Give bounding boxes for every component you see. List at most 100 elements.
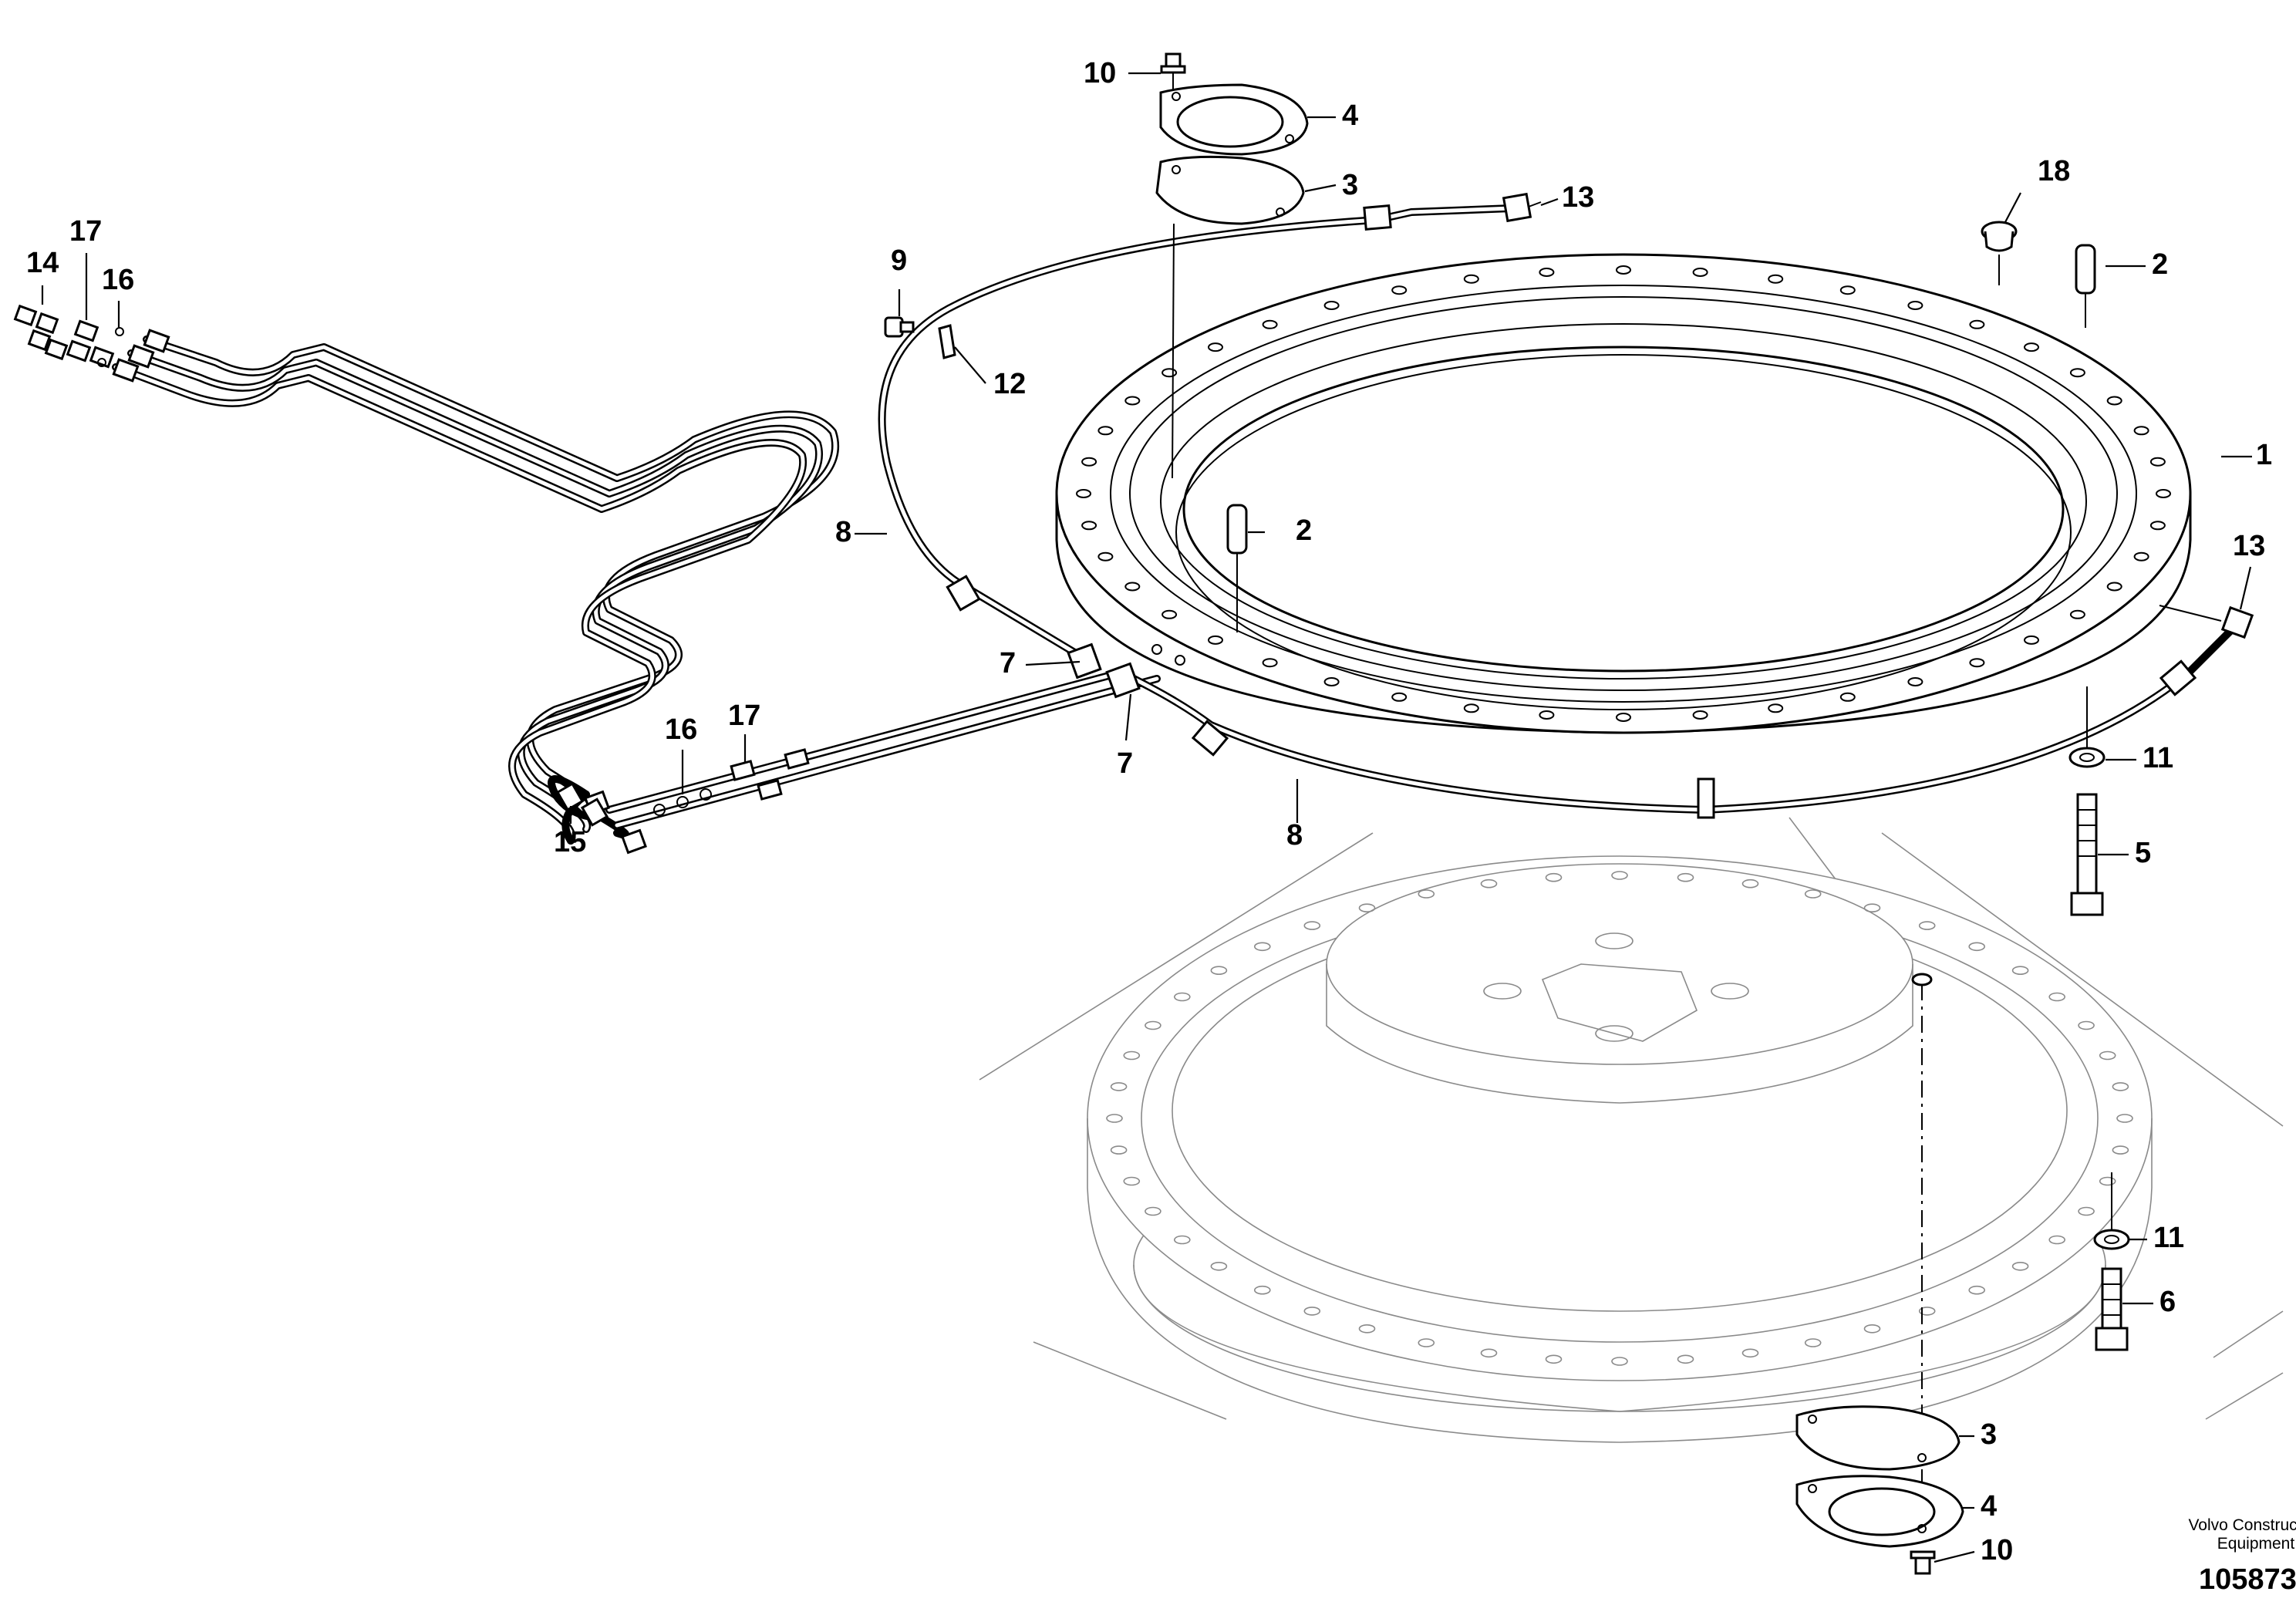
bolt-hole [2048, 1235, 2065, 1245]
bolt-hole [1480, 1348, 1498, 1358]
bolt-hole [2116, 1114, 2133, 1123]
bolt-hole [2048, 992, 2065, 1002]
bolt-hole [1391, 692, 1408, 702]
bolt-hole [2078, 1020, 2095, 1030]
leader-lines [41, 72, 2252, 1563]
bolt-hole [1076, 489, 1091, 498]
bolt-hole [2078, 1206, 2095, 1216]
bolt-hole [1677, 872, 1694, 882]
callout-16-mid: 16 [665, 713, 697, 746]
callout-2-center: 2 [1296, 514, 1312, 547]
bolt-hole [2156, 489, 2171, 498]
bolt-hole [1124, 396, 1141, 406]
plug-18 [1981, 221, 2018, 285]
callout-10-bottom: 10 [1981, 1534, 2013, 1566]
bolt-hole [1907, 677, 1923, 686]
screw-10-top [1160, 52, 1186, 89]
cover-leader-line [1172, 223, 1175, 479]
lower-washer [1911, 973, 1933, 986]
bolt-hole [1303, 921, 1321, 930]
bolt-hole [2112, 1145, 2129, 1155]
lubrication-tube-bundle [112, 336, 1161, 845]
bolt-hole [1303, 1307, 1321, 1316]
bolt-hole [2024, 342, 2039, 352]
bolt-hole [1123, 1050, 1141, 1061]
bolt-hole [2069, 368, 2085, 378]
slewing-ring [1055, 253, 2192, 734]
bolt-6 [2095, 1267, 2129, 1351]
callout-8-left: 8 [835, 516, 851, 548]
bolt-hole [1839, 285, 1856, 295]
bolt-hole [1110, 1082, 1128, 1091]
bolt-hole [1545, 872, 1563, 882]
washer-11-upper [2068, 686, 2106, 768]
bolt-hole [2069, 609, 2085, 619]
bolt-hole [2099, 1176, 2116, 1186]
bolt-hole [2149, 521, 2166, 531]
drawing-footer: Volvo Construction Equipment 1058737 [2188, 1516, 2296, 1596]
bolt-hole [1969, 319, 1985, 329]
callout-11-lower: 11 [2153, 1222, 2184, 1254]
bolt-hole [1969, 658, 1985, 668]
bolt-hole [1539, 268, 1555, 277]
callout-8-bottom: 8 [1286, 819, 1303, 851]
bolt-hole [1208, 635, 1223, 645]
callout-6: 6 [2159, 1286, 2176, 1318]
bolt-5 [2070, 793, 2104, 916]
cover-plate-3-bottom [1795, 1405, 1961, 1471]
bolt-hole [1918, 921, 1936, 930]
bolt-hole [1145, 1206, 1161, 1216]
bolt-hole [2011, 1262, 2029, 1271]
bolt-hole [1391, 285, 1408, 295]
bolt-hole [1123, 1176, 1141, 1186]
callout-18: 18 [2038, 155, 2070, 187]
swivel-fitting-15 [548, 775, 609, 827]
callout-13-right: 13 [2233, 530, 2265, 562]
bolt-hole [2024, 635, 2039, 645]
bolt-hole [2133, 551, 2149, 561]
callout-7-left: 7 [1000, 647, 1016, 679]
cover-plate-3-top [1155, 155, 1305, 225]
bolt-hole [2149, 457, 2166, 467]
bolt-hole [1863, 1324, 1881, 1334]
gasket-4-bottom [1795, 1475, 1964, 1548]
callout-3-bottom: 3 [1981, 1418, 1997, 1451]
bolt-hole [1692, 710, 1708, 720]
bolt-hole [1174, 1235, 1191, 1245]
callout-4-top: 4 [1342, 99, 1358, 132]
callout-12: 12 [993, 368, 1026, 400]
ring-gear-bolt-holes [1106, 871, 2133, 1366]
gasket-4-top [1159, 83, 1309, 156]
callout-16-left: 16 [102, 264, 134, 296]
callout-14: 14 [26, 247, 59, 279]
bolt-hole [1804, 889, 1822, 899]
bolt-hole [1418, 1338, 1435, 1347]
bolt-hole [1677, 1354, 1694, 1364]
callout-7-lower: 7 [1117, 747, 1133, 780]
callout-17-left: 17 [69, 215, 102, 248]
bolt-hole [1106, 1114, 1123, 1123]
bolt-hole [2133, 426, 2149, 436]
callout-9: 9 [891, 244, 907, 277]
bolt-hole [2112, 1082, 2129, 1091]
bolt-hole [1863, 903, 1881, 912]
bolt-hole [1918, 1307, 1936, 1316]
callout-13-top: 13 [1562, 181, 1594, 214]
bolt-hole [1463, 274, 1479, 284]
bolt-hole [1097, 551, 1114, 561]
bolt-hole [1124, 582, 1141, 592]
bolt-hole [1418, 889, 1435, 899]
bolt-hole [1110, 1145, 1128, 1155]
bolt-hole [1968, 1285, 1985, 1295]
brand-line-2: Equipment [2217, 1535, 2295, 1553]
bolt-hole [1692, 268, 1708, 277]
drawing-number: 1058737 [2199, 1563, 2296, 1596]
bolt-hole [1262, 658, 1278, 668]
bolt-hole [1210, 966, 1228, 975]
screw-10-bottom [1910, 1550, 1936, 1575]
bolt-hole [1161, 368, 1178, 378]
bolt-hole [2011, 966, 2029, 975]
bolt-hole [1839, 692, 1856, 702]
bolt-hole [1480, 878, 1498, 889]
